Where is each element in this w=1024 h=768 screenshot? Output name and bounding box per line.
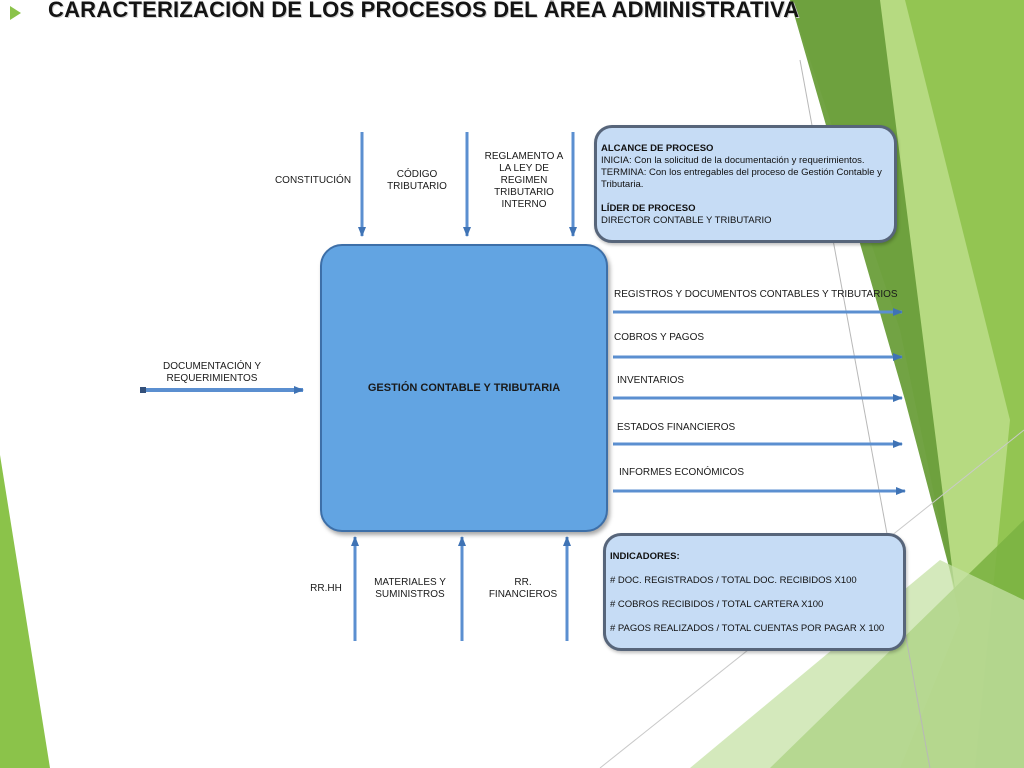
- leader-value: DIRECTOR CONTABLE Y TRIBUTARIO: [601, 215, 772, 226]
- resource-label-financieros: RR. FINANCIEROS: [488, 577, 558, 600]
- scope-heading: ALCANCE DE PROCESO: [601, 143, 714, 154]
- input-arrow-tail: [140, 387, 146, 393]
- control-label-codigo: CÓDIGO TRIBUTARIO: [387, 169, 447, 192]
- scope-box: ALCANCE DE PROCESO INICIA: Con la solici…: [594, 125, 897, 243]
- resource-label-materiales: MATERIALES Y SUMINISTROS: [374, 577, 446, 600]
- indicator-item: # PAGOS REALIZADOS / TOTAL CUENTAS POR P…: [610, 623, 885, 634]
- process-box: GESTIÓN CONTABLE Y TRIBUTARIA: [320, 244, 608, 532]
- process-title: GESTIÓN CONTABLE Y TRIBUTARIA: [367, 382, 561, 394]
- scope-start: INICIA: Con la solicitud de la documenta…: [601, 155, 865, 166]
- output-label: INFORMES ECONÓMICOS: [619, 467, 745, 478]
- scope-end: TERMINA: Con los entregables del proceso…: [601, 167, 882, 190]
- right-green-shape-mid: [905, 0, 1024, 768]
- output-label: ESTADOS FINANCIEROS: [617, 422, 736, 433]
- left-green-shape: [0, 455, 50, 768]
- input-label: DOCUMENTACIÓN Y REQUERIMIENTOS: [163, 361, 261, 384]
- spacer: [601, 191, 888, 203]
- control-label-constitucion: CONSTITUCIÓN: [274, 175, 352, 186]
- right-green-shape-light: [790, 0, 1024, 768]
- output-label: COBROS Y PAGOS: [614, 332, 705, 343]
- resource-label-rrhh: RR.HH: [310, 583, 342, 594]
- indicator-item: # COBROS RECIBIDOS / TOTAL CARTERA X100: [610, 599, 824, 610]
- page-title: CARACTERIZACIÓN DE LOS PROCESOS DEL ÁREA…: [48, 0, 800, 22]
- indicators-heading: INDICADORES:: [610, 551, 680, 562]
- leader-heading: LÍDER DE PROCESO: [601, 203, 696, 214]
- indicators-box: INDICADORES: # DOC. REGISTRADOS / TOTAL …: [603, 533, 906, 651]
- control-label-reglamento: REGLAMENTO A LA LEY DE REGIMEN TRIBUTARI…: [484, 151, 564, 210]
- output-label: REGISTROS Y DOCUMENTOS CONTABLES Y TRIBU…: [614, 289, 898, 300]
- output-label: INVENTARIOS: [617, 375, 685, 386]
- title-bullet-icon: [10, 6, 21, 20]
- indicator-item: # DOC. REGISTRADOS / TOTAL DOC. RECIBIDO…: [610, 575, 857, 586]
